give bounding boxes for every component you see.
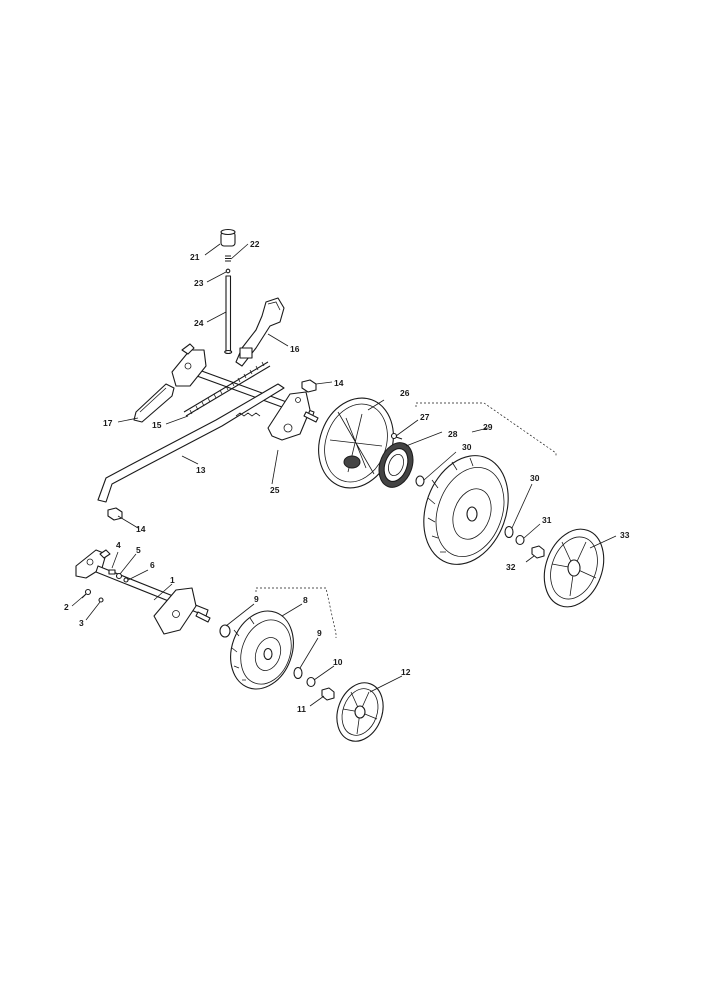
cover-17 xyxy=(133,383,175,423)
callout-27: 27 xyxy=(420,412,430,422)
callout-15: 15 xyxy=(152,420,162,430)
rear-wheel-29 xyxy=(423,455,509,565)
hub-cap-33 xyxy=(543,528,605,608)
callout-10: 10 xyxy=(333,657,343,667)
callout-33: 33 xyxy=(620,530,630,540)
washer-5 xyxy=(115,572,123,580)
rod-24 xyxy=(224,275,233,355)
bushing-30-upper xyxy=(415,475,425,487)
nut-32 xyxy=(531,545,545,559)
washer-23 xyxy=(225,268,231,274)
callout-28: 28 xyxy=(448,429,458,439)
callout-11: 11 xyxy=(297,704,306,714)
callout-14-upper: 14 xyxy=(334,378,344,388)
screw-3 xyxy=(98,597,104,603)
hub-cap-12 xyxy=(336,682,384,742)
spring-22 xyxy=(225,255,231,262)
callout-8: 8 xyxy=(303,595,308,605)
nut-10 xyxy=(306,676,316,688)
bracket-group-29 xyxy=(415,402,557,457)
callout-22: 22 xyxy=(250,239,260,249)
nut-11 xyxy=(321,687,335,701)
clip-6 xyxy=(123,577,129,583)
callout-6: 6 xyxy=(150,560,155,570)
callout-26: 26 xyxy=(400,388,410,398)
bushing-9-upper xyxy=(219,624,231,638)
callout-16: 16 xyxy=(290,344,300,354)
front-wheel-8 xyxy=(230,610,294,690)
washer-9-lower xyxy=(293,666,303,680)
knob-21 xyxy=(220,228,236,247)
callout-23: 23 xyxy=(194,278,204,288)
spring-15 xyxy=(183,361,271,417)
nut-31 xyxy=(515,534,525,546)
callout-9-lower: 9 xyxy=(317,628,322,638)
callout-5: 5 xyxy=(136,545,141,555)
lever-16 xyxy=(235,297,285,367)
leader-lines xyxy=(71,243,617,707)
callout-30-lower: 30 xyxy=(530,473,540,483)
nut-14-lower xyxy=(107,507,123,521)
shaft-stub xyxy=(303,411,319,423)
link-rod-13 xyxy=(97,383,285,503)
bracket-left-upper xyxy=(171,343,207,387)
callout-9-upper: 9 xyxy=(254,594,259,604)
callout-12: 12 xyxy=(401,667,411,677)
screw-27 xyxy=(390,432,403,440)
washer-30-lower xyxy=(504,525,514,539)
gear-ring-28 xyxy=(378,442,414,488)
callout-17: 17 xyxy=(103,418,113,428)
callout-4: 4 xyxy=(116,540,121,550)
callout-29: 29 xyxy=(483,422,493,432)
callout-2: 2 xyxy=(64,602,69,612)
callout-14-lower: 14 xyxy=(136,524,146,534)
nut-14-upper xyxy=(301,379,317,393)
callout-21: 21 xyxy=(190,252,200,262)
pin-4 xyxy=(108,569,116,575)
callout-32: 32 xyxy=(506,562,516,572)
callout-24: 24 xyxy=(194,318,204,328)
callout-30-upper: 30 xyxy=(462,442,472,452)
callout-25: 25 xyxy=(270,485,280,495)
bracket-group-8 xyxy=(255,587,337,638)
callout-13: 13 xyxy=(196,465,206,475)
callout-31: 31 xyxy=(542,515,552,525)
front-bracket-right xyxy=(153,587,211,635)
callout-3: 3 xyxy=(79,618,84,628)
rear-bracket-25 xyxy=(267,391,311,441)
callout-1: 1 xyxy=(170,575,175,585)
